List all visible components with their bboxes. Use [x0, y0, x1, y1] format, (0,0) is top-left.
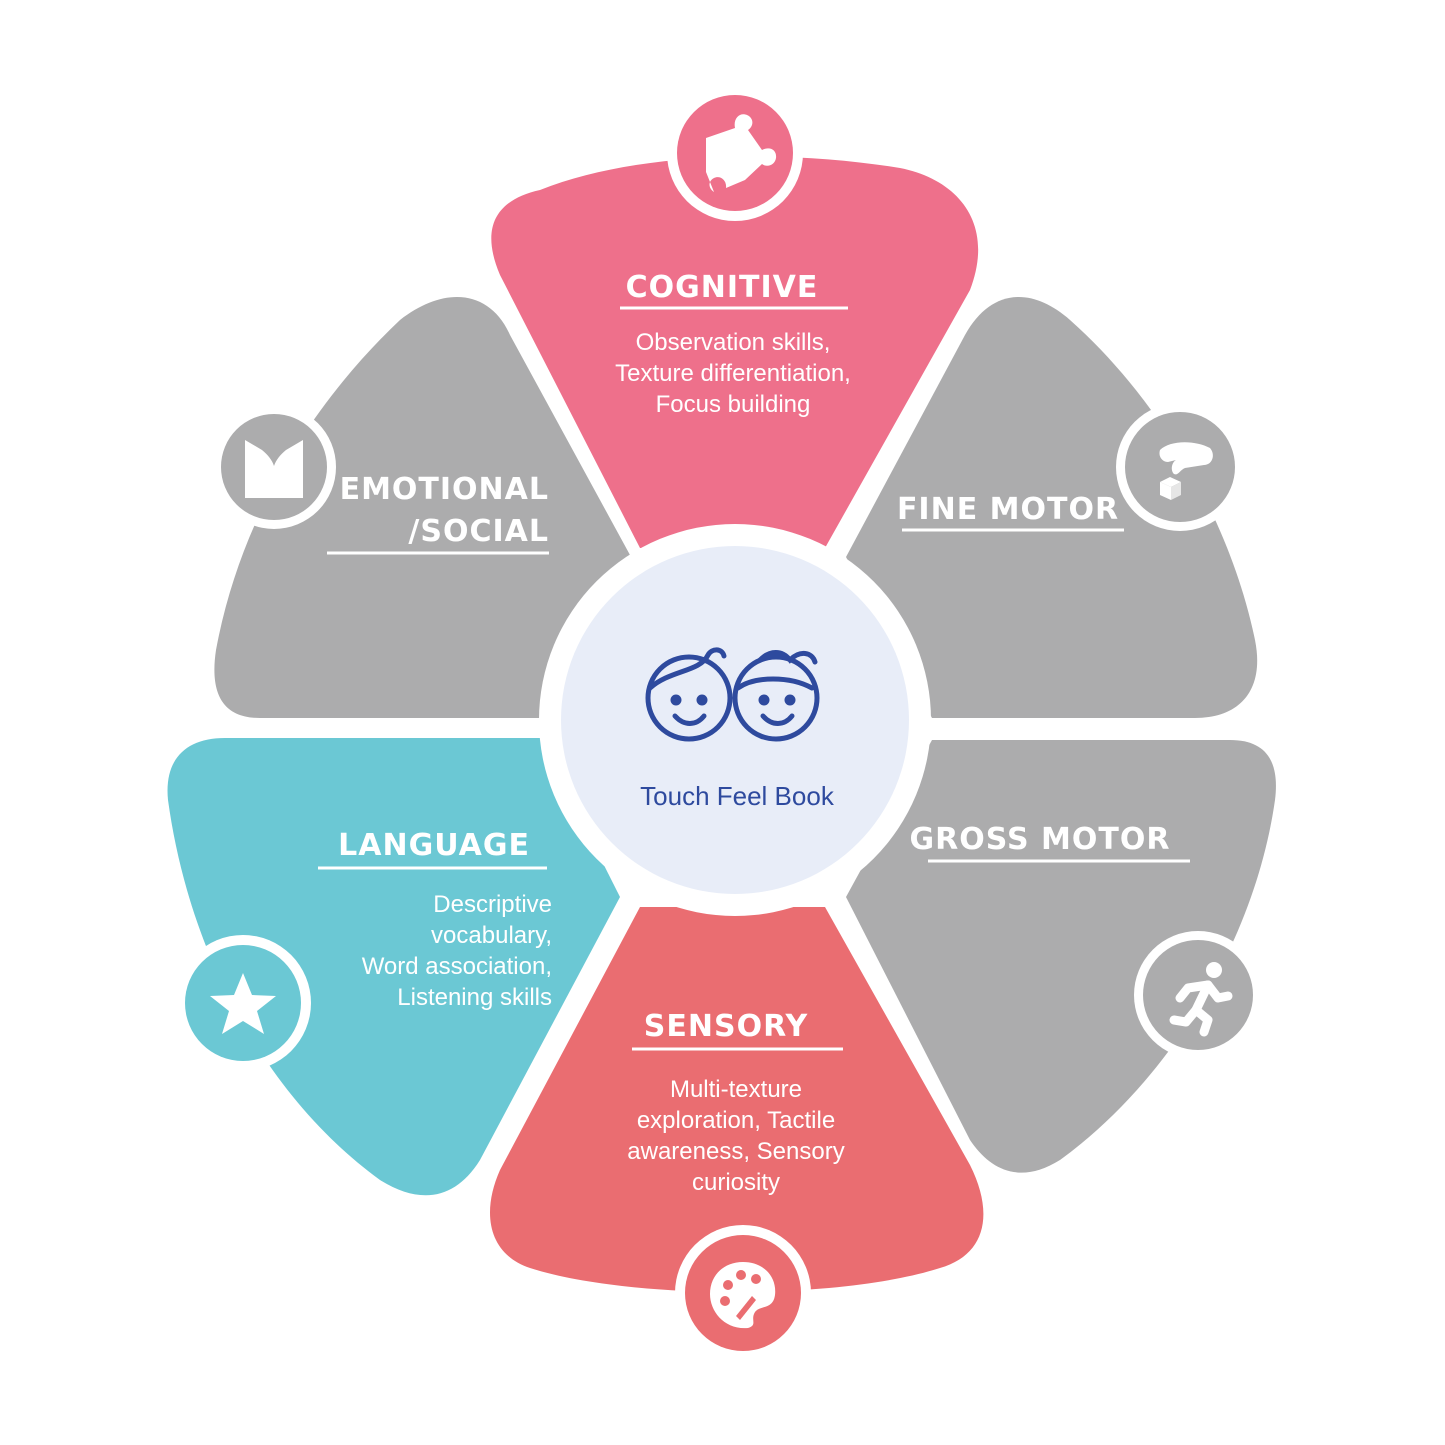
language-line-3: Word association,: [362, 953, 552, 980]
emotional-badge: [212, 405, 336, 529]
cognitive-title: COGNITIVE: [626, 270, 819, 305]
sensory-line-3: awareness, Sensory: [627, 1138, 844, 1165]
center-title: Touch Feel Book: [640, 781, 835, 811]
puzzle-icon: [706, 114, 777, 192]
language-line-2: vocabulary,: [431, 922, 552, 949]
emotional-social-petal: [214, 297, 630, 718]
gross-motor-petal: [846, 740, 1276, 1173]
paint-palette-icon: [710, 1262, 776, 1329]
sensory-line-1: Multi-texture: [670, 1076, 802, 1103]
center-disc: [561, 546, 909, 894]
cognitive-badge: [667, 85, 803, 221]
star-icon: [210, 973, 276, 1034]
cognitive-line-3: Focus building: [656, 391, 811, 418]
emotional-title-line-2: /SOCIAL: [408, 514, 549, 549]
cognitive-line-1: Observation skills,: [636, 329, 831, 356]
hand-picking-block-icon: [1159, 442, 1213, 500]
language-line-4: Listening skills: [397, 984, 552, 1011]
language-line-1: Descriptive: [433, 891, 552, 918]
fine-motor-badge: [1116, 403, 1244, 531]
gross-motor-title: GROSS MOTOR: [910, 822, 1171, 857]
two-kids-faces-icon: [645, 647, 820, 742]
running-person-icon: [1169, 962, 1233, 1037]
cognitive-petal: [491, 156, 979, 548]
emotional-title-line-1: EMOTIONAL: [340, 472, 549, 507]
sensory-title: SENSORY: [644, 1009, 809, 1044]
open-book-icon: [245, 440, 303, 498]
sensory-line-4: curiosity: [692, 1169, 780, 1196]
sensory-line-2: exploration, Tactile: [637, 1107, 835, 1134]
gross-motor-badge: [1134, 931, 1262, 1059]
cognitive-line-2: Texture differentiation,: [615, 360, 851, 387]
fine-motor-petal: [846, 297, 1258, 718]
language-badge: [175, 935, 311, 1071]
language-title: LANGUAGE: [338, 828, 530, 863]
fine-motor-title: FINE MOTOR: [897, 492, 1119, 527]
sensory-petal: [490, 907, 984, 1292]
sensory-badge: [675, 1225, 811, 1361]
language-petal: [167, 738, 620, 1196]
